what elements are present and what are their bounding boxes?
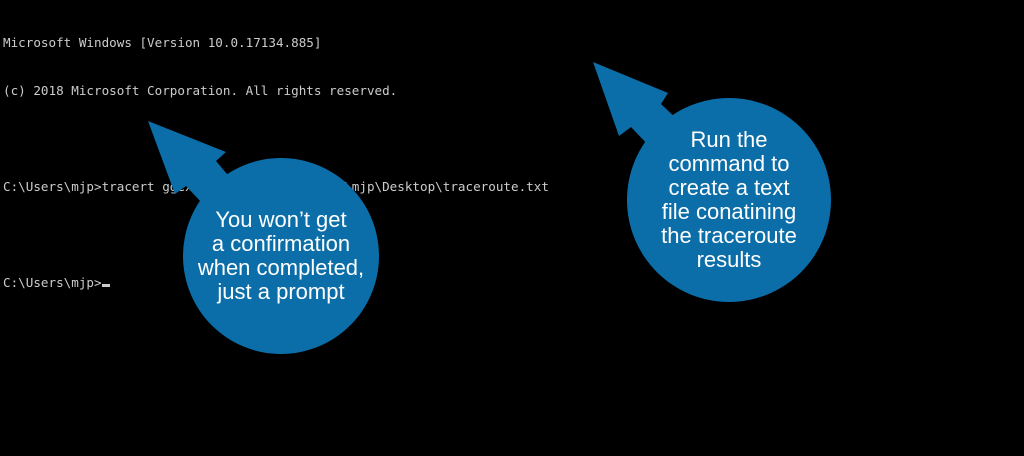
text-cursor bbox=[101, 284, 110, 287]
confirmation-callout: You won’t get a confirmation when comple… bbox=[183, 158, 379, 354]
console-line-version: Microsoft Windows [Version 10.0.17134.88… bbox=[3, 35, 322, 50]
command-callout: Run the command to create a text file co… bbox=[627, 98, 831, 302]
console-prompt-line[interactable]: C:\Users\mjp> bbox=[3, 275, 549, 291]
console-line-copyright: (c) 2018 Microsoft Corporation. All righ… bbox=[3, 83, 398, 98]
command-callout-text: Run the command to create a text file co… bbox=[661, 127, 797, 272]
confirmation-callout-text: You won’t get a confirmation when comple… bbox=[197, 207, 365, 304]
console-prompt: C:\Users\mjp> bbox=[3, 275, 102, 290]
console-line-blank bbox=[3, 131, 549, 147]
